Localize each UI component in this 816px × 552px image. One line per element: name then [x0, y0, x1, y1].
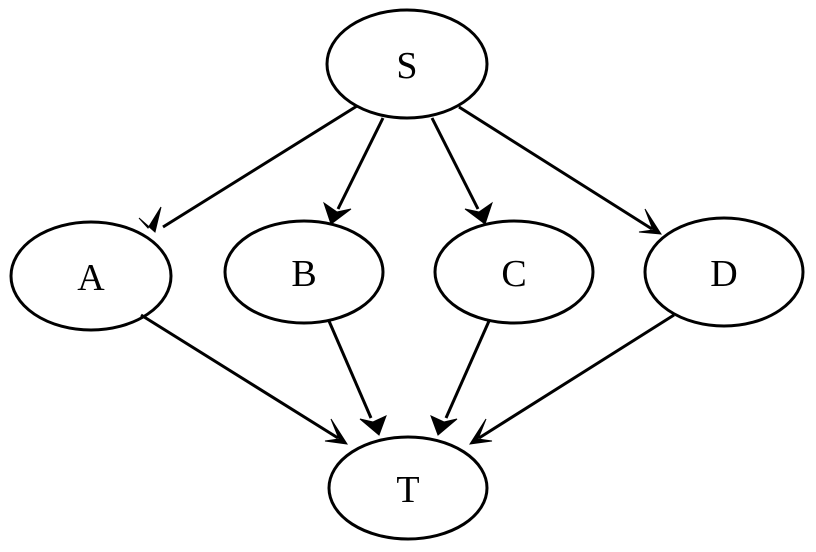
- edge-d-t[interactable]: [468, 313, 675, 445]
- edge-c-t-arrowhead: [430, 415, 458, 436]
- edge-s-d[interactable]: [458, 105, 662, 235]
- edge-layer: [138, 104, 675, 445]
- edge-c-t[interactable]: [430, 320, 491, 436]
- edge-s-a-line: [162, 104, 358, 229]
- edge-a-t-arrowhead: [324, 418, 349, 445]
- edge-b-t[interactable]: [327, 320, 387, 436]
- node-a-label: A: [77, 257, 105, 299]
- node-c-ellipse: [433, 219, 595, 325]
- node-s-ellipse: [325, 8, 489, 120]
- node-s-label: S: [396, 45, 417, 87]
- node-b[interactable]: B: [223, 219, 385, 325]
- node-b-ellipse: [223, 219, 385, 325]
- node-t-ellipse: [327, 435, 489, 541]
- node-t-label: T: [396, 469, 419, 511]
- edge-b-t-arrowhead: [359, 415, 387, 436]
- node-a[interactable]: A: [9, 220, 173, 332]
- node-b-label: B: [291, 253, 316, 295]
- edge-b-t-line: [327, 320, 373, 419]
- node-t[interactable]: T: [327, 435, 489, 541]
- edge-s-c[interactable]: [430, 117, 493, 225]
- edge-d-t-arrowhead: [468, 418, 493, 445]
- edge-s-d-line: [458, 105, 653, 231]
- edge-s-c-line: [430, 117, 480, 210]
- node-d[interactable]: D: [643, 216, 805, 328]
- edge-s-d-arrowhead: [638, 208, 662, 235]
- edge-s-a-arrowhead: [138, 206, 162, 233]
- edge-s-a[interactable]: [138, 104, 358, 233]
- node-d-label: D: [710, 253, 737, 295]
- edge-s-c-arrowhead: [464, 201, 493, 225]
- edge-a-t[interactable]: [140, 313, 349, 445]
- node-s[interactable]: S: [325, 8, 489, 120]
- edge-s-b-line: [336, 117, 385, 210]
- edge-c-t-line: [444, 320, 491, 419]
- node-a-ellipse: [9, 220, 173, 332]
- node-c[interactable]: C: [433, 219, 595, 325]
- node-c-label: C: [501, 253, 526, 295]
- node-d-ellipse: [643, 216, 805, 328]
- edge-a-t-line: [140, 313, 339, 440]
- edge-d-t-line: [478, 313, 675, 440]
- node-layer: S A B C D T: [9, 8, 805, 541]
- edge-s-b[interactable]: [323, 117, 385, 225]
- edge-s-b-arrowhead: [323, 201, 352, 225]
